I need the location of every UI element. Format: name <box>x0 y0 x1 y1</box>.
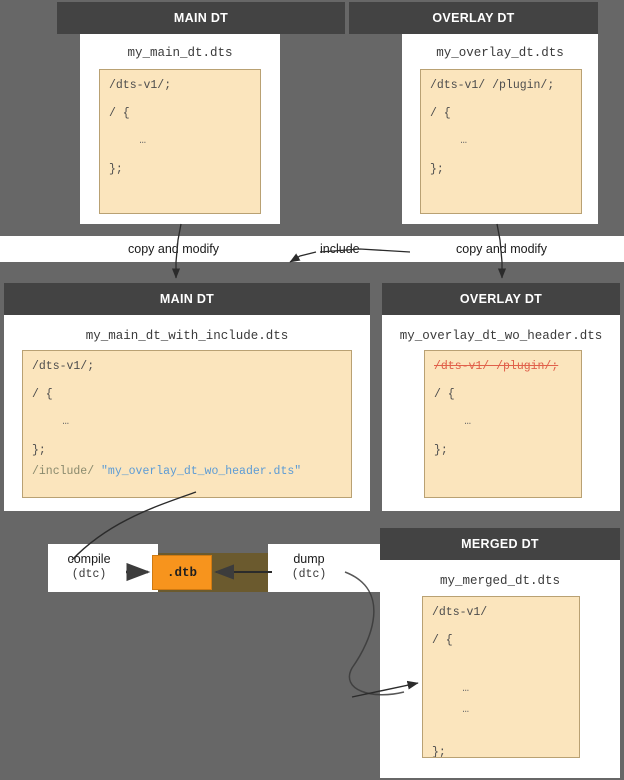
row1-overlay-panel: my_overlay_dt.dts /dts-v1/ /plugin/; / {… <box>402 34 598 224</box>
code-line-struck: /dts-v1/ /plugin/; <box>434 360 572 389</box>
arrow-dump-to-merged <box>351 680 419 698</box>
struck-text: /dts-v1/ /plugin/; <box>434 360 559 373</box>
code-line: … <box>109 135 148 147</box>
row2-main-code: /dts-v1/; / { … }; /include/ "my_overlay… <box>22 350 352 498</box>
code-line: … <box>434 416 473 428</box>
row1-overlay-code: /dts-v1/ /plugin/; / { … }; <box>420 69 582 214</box>
connector-label-copy-modify-left: copy and modify <box>128 242 220 256</box>
code-line: / { <box>432 634 453 647</box>
arrow-include-to-compile <box>71 491 197 561</box>
row2-main-panel: my_main_dt_with_include.dts /dts-v1/; / … <box>4 315 370 511</box>
dtb-label: .dtb <box>166 565 197 580</box>
dump-label-text: dump <box>293 552 325 566</box>
row2-overlay-panel: my_overlay_dt_wo_header.dts /dts-v1/ /pl… <box>382 315 620 511</box>
dump-label: dump (dtc) <box>276 552 342 582</box>
row3-merged-header-label: MERGED DT <box>461 537 539 551</box>
row1-overlay-filename: my_overlay_dt.dts <box>436 46 564 60</box>
row3-merged-panel: my_merged_dt.dts /dts-v1/ / { … … }; <box>380 560 620 778</box>
arrow-include-head <box>289 251 317 263</box>
compile-label: compile (dtc) <box>53 552 125 582</box>
code-line: }; <box>32 444 46 457</box>
row2-overlay-code: /dts-v1/ /plugin/; / { … }; <box>424 350 582 498</box>
curve-dump-to-merged <box>344 571 405 696</box>
row2-main-header: MAIN DT <box>4 283 370 315</box>
row1-main-header-label: MAIN DT <box>173 11 229 25</box>
code-line: }; <box>430 163 444 176</box>
row1-main-header: MAIN DT <box>57 2 345 34</box>
code-line: … <box>430 135 469 147</box>
row2-overlay-header: OVERLAY DT <box>382 283 620 315</box>
row1-main-code: /dts-v1/; / { … }; <box>99 69 261 214</box>
row3-merged-filename: my_merged_dt.dts <box>439 574 561 588</box>
row1-overlay-header-label: OVERLAY DT <box>432 11 515 25</box>
code-line: / { <box>109 107 130 120</box>
code-line: }; <box>434 444 448 457</box>
code-line: … <box>432 683 471 695</box>
connector-label-copy-modify-right: copy and modify <box>456 242 548 256</box>
compile-label-text: compile <box>67 552 111 566</box>
arrow-include-tail <box>319 248 411 253</box>
arrow-copy-modify-right <box>496 223 507 279</box>
code-line: / { <box>434 388 455 401</box>
include-target: "my_overlay_dt_wo_header.dts" <box>101 465 302 478</box>
code-line: /dts-v1/; <box>32 360 95 373</box>
code-line: … <box>32 416 71 428</box>
code-line-include: /include/ "my_overlay_dt_wo_header.dts" <box>32 465 342 487</box>
code-line: /dts-v1/ /plugin/; <box>430 79 555 92</box>
row2-main-header-label: MAIN DT <box>159 292 215 306</box>
include-directive: /include/ <box>32 465 95 478</box>
code-line: /dts-v1/ <box>432 606 488 619</box>
row2-overlay-header-label: OVERLAY DT <box>459 292 543 306</box>
code-line: }; <box>109 163 123 176</box>
row3-merged-header: MERGED DT <box>380 528 620 560</box>
code-line: /dts-v1/; <box>109 79 172 92</box>
dump-chip <box>268 544 380 592</box>
row1-main-panel: my_main_dt.dts /dts-v1/; / { … }; <box>80 34 280 224</box>
connector-label-include: include <box>320 242 360 256</box>
code-line: / { <box>430 107 451 120</box>
row1-overlay-header: OVERLAY DT <box>349 2 598 34</box>
row3-merged-code: /dts-v1/ / { … … }; <box>422 596 580 758</box>
row2-main-filename: my_main_dt_with_include.dts <box>85 329 289 343</box>
code-line: … <box>432 704 471 716</box>
code-line: / { <box>32 388 53 401</box>
row2-overlay-filename: my_overlay_dt_wo_header.dts <box>399 329 603 343</box>
connector-band <box>0 236 624 262</box>
dtb-artifact: .dtb <box>152 555 212 590</box>
row1-main-filename: my_main_dt.dts <box>127 46 233 60</box>
compile-tool-text: (dtc) <box>71 567 107 581</box>
dump-tool-text: (dtc) <box>291 567 327 581</box>
arrow-copy-modify-left <box>171 223 182 279</box>
code-line: }; <box>432 746 446 758</box>
